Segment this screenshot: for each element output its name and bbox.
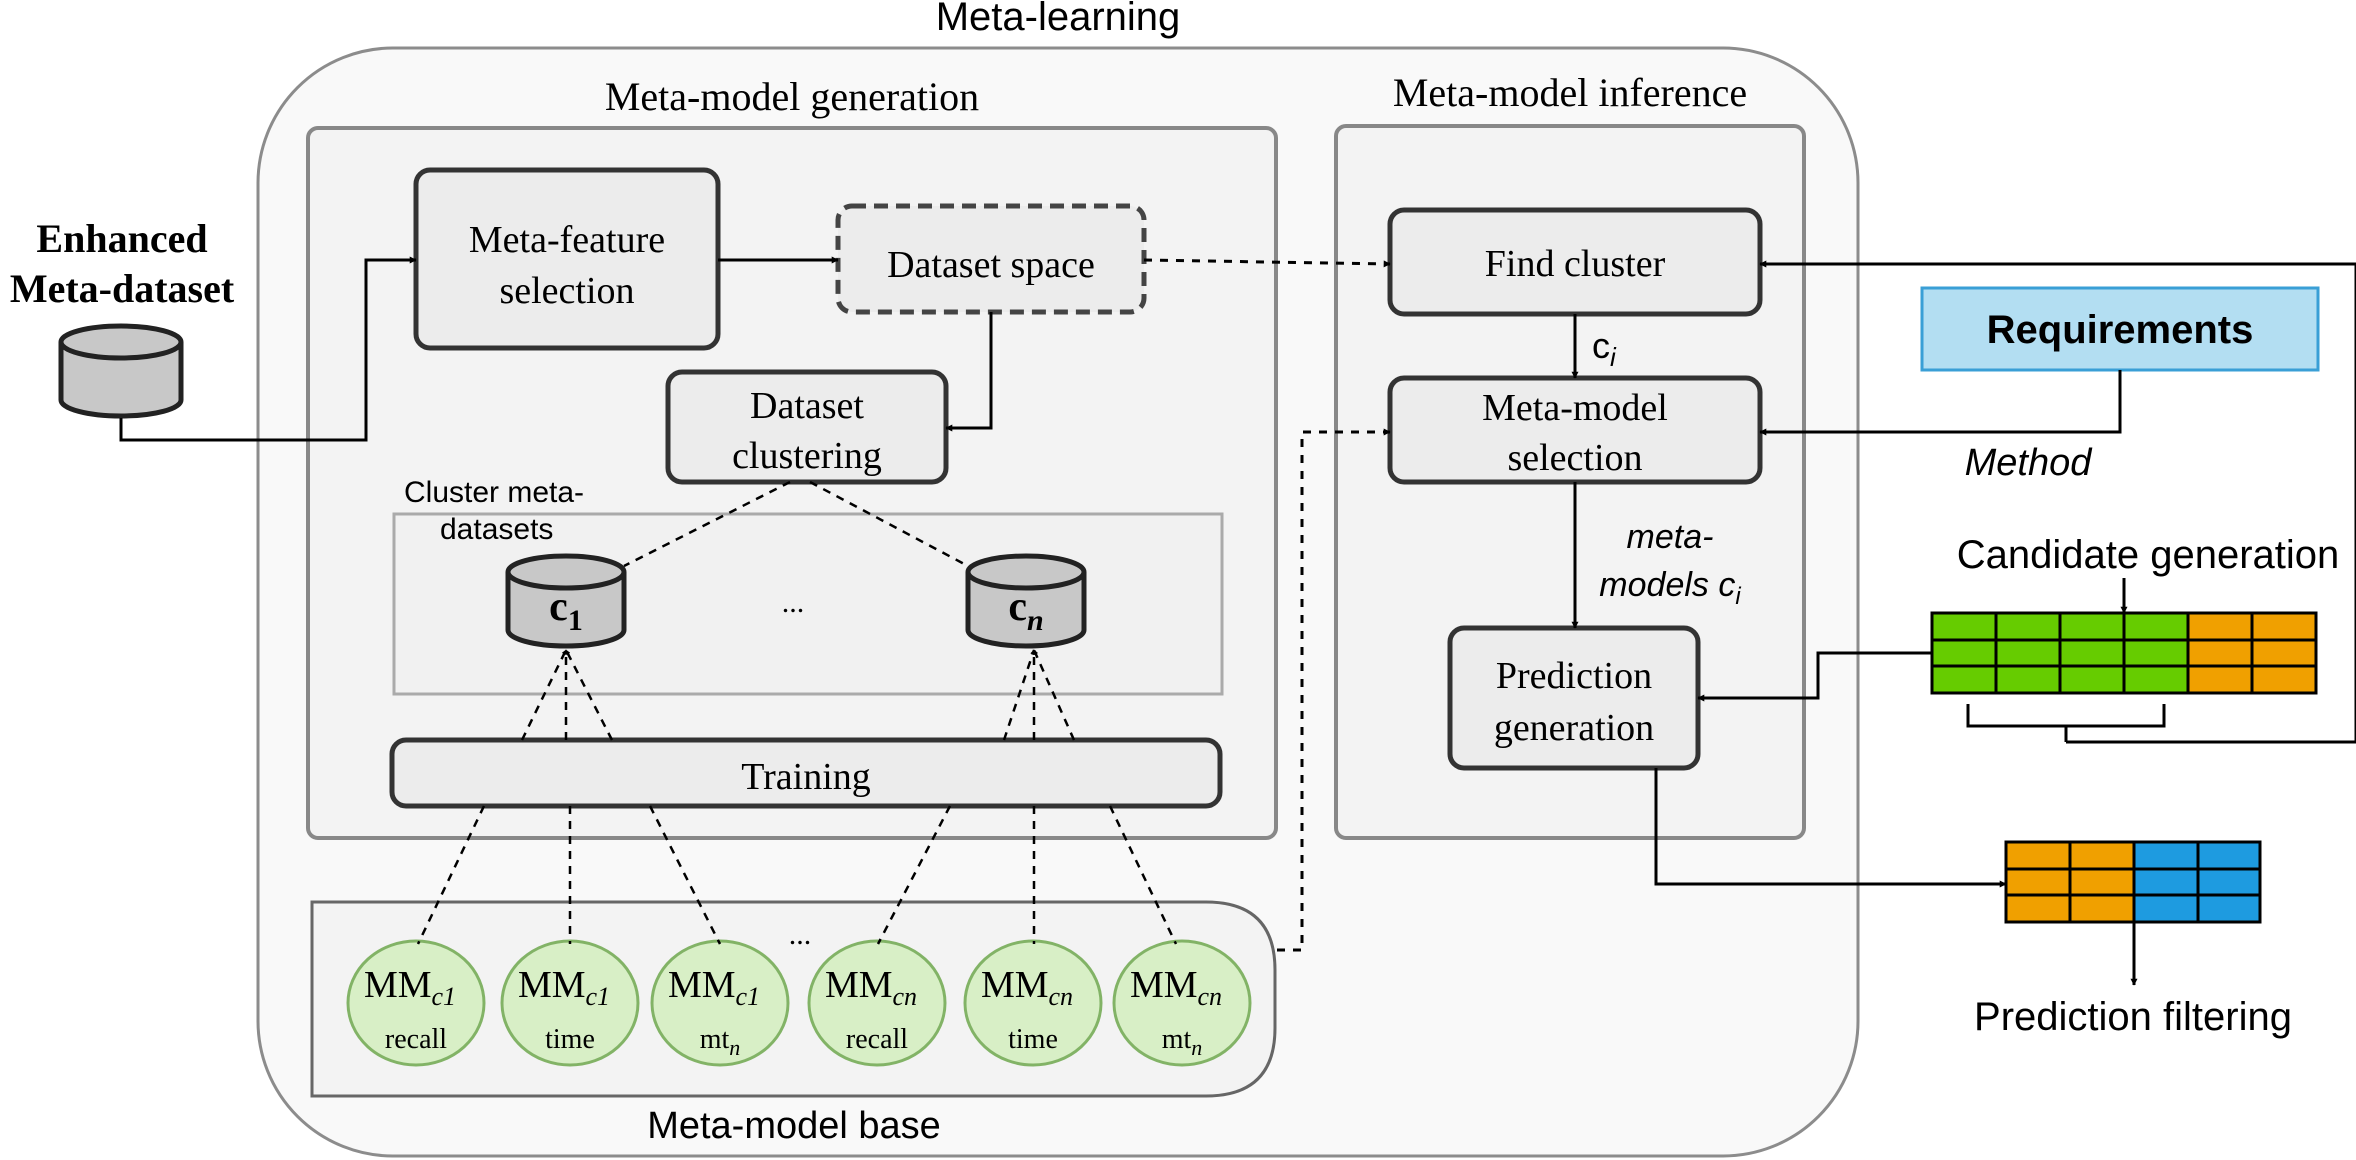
training-label: Training <box>741 756 871 798</box>
enhanced-meta-dataset-label-line2: Meta-dataset <box>10 266 235 311</box>
dataset-space-label: Dataset space <box>887 244 1095 286</box>
meta-model-name: MMc1 <box>668 964 760 1011</box>
meta-models-label-line2: models ci <box>1599 566 1741 610</box>
meta-model-metric: mtn <box>1162 1024 1203 1060</box>
base-ellipsis: ... <box>789 918 812 951</box>
meta-model-name: MMc1 <box>518 964 610 1011</box>
meta-feature-selection-line1: Meta-feature <box>469 219 665 261</box>
enhanced-meta-dataset-cylinder <box>58 323 184 419</box>
meta-model-metric: time <box>1008 1024 1058 1055</box>
meta-model-selection-line2: selection <box>1507 437 1642 479</box>
edge-candidates-to-find-cluster <box>1759 260 2356 744</box>
edge-prediction-to-filtering <box>1654 768 2007 888</box>
cluster-cn-cylinder <box>965 553 1087 649</box>
candidate-grid <box>1930 611 2318 695</box>
meta-model-name: MMc1 <box>364 964 456 1011</box>
meta-model-circle <box>650 939 790 1067</box>
meta-model-base-title: Meta-model base <box>647 1105 941 1147</box>
meta-model-metric: mtn <box>700 1024 741 1060</box>
meta-model-metric: time <box>545 1024 595 1055</box>
meta-model-node: MMc1 mtn <box>650 939 790 1067</box>
ci-label: ci <box>1592 325 1617 372</box>
candidate-bracket <box>1966 704 2166 742</box>
prediction-filtering-label: Prediction filtering <box>1974 995 2292 1039</box>
prediction-generation-line1: Prediction <box>1496 655 1652 697</box>
meta-model-generation-title: Meta-model generation <box>605 74 979 119</box>
dataset-clustering-line2: clustering <box>732 435 882 477</box>
meta-model-circle <box>346 939 486 1067</box>
edge-dataset-to-feature-selection <box>119 256 417 442</box>
cluster-c1-label: c1 <box>549 584 583 637</box>
method-label: Method <box>1965 442 2094 484</box>
cluster-c1-cylinder <box>505 553 627 649</box>
meta-model-name: MMcn <box>825 964 917 1011</box>
meta-model-node: MMc1 recall <box>346 939 486 1067</box>
meta-model-node: MMcn time <box>963 939 1103 1067</box>
edge-space-to-clustering <box>945 312 993 432</box>
meta-model-metric: recall <box>385 1024 447 1055</box>
meta-model-selection-line1: Meta-model <box>1482 387 1668 429</box>
meta-feature-selection-line2: selection <box>499 270 634 312</box>
cluster-meta-datasets-label-line2: datasets <box>440 513 553 546</box>
meta-model-circle <box>1112 939 1252 1067</box>
meta-model-node: MMc1 time <box>500 939 640 1067</box>
meta-models-label-line1: meta- <box>1627 518 1714 556</box>
meta-model-inference-title: Meta-model inference <box>1393 70 1747 115</box>
edge-training-to-c1 <box>520 649 614 741</box>
requirements-box <box>1920 286 2320 372</box>
prediction-filtering-grid <box>2004 840 2262 924</box>
meta-model-node: MMcn recall <box>807 939 947 1067</box>
training-box <box>389 737 1223 809</box>
prediction-generation-line2: generation <box>1494 707 1654 749</box>
dataset-clustering-line1: Dataset <box>750 385 864 427</box>
meta-model-name: MMcn <box>1130 964 1222 1011</box>
cluster-meta-datasets-label-line1: Cluster meta- <box>404 476 584 509</box>
requirements-label: Requirements <box>1987 308 2254 352</box>
edge-clustering-to-c1 <box>623 480 791 568</box>
find-cluster-label: Find cluster <box>1485 243 1666 285</box>
enhanced-meta-dataset-label-line1: Enhanced <box>36 216 207 261</box>
edge-candidates-to-prediction <box>1697 651 1932 702</box>
meta-learning-title: Meta-learning <box>936 0 1181 39</box>
meta-model-circle <box>807 939 947 1067</box>
cluster-cn-label: cn <box>1008 584 1043 637</box>
cluster-ellipsis: ... <box>782 586 805 619</box>
candidate-generation-label: Candidate generation <box>1957 533 2340 577</box>
meta-model-metric: recall <box>846 1024 908 1055</box>
edge-training-to-cn <box>1002 649 1076 741</box>
meta-model-name: MMcn <box>981 964 1073 1011</box>
edge-requirements-to-selection <box>1759 370 2122 436</box>
edge-training-to-models <box>416 805 1178 945</box>
meta-model-node: MMcn mtn <box>1112 939 1252 1067</box>
